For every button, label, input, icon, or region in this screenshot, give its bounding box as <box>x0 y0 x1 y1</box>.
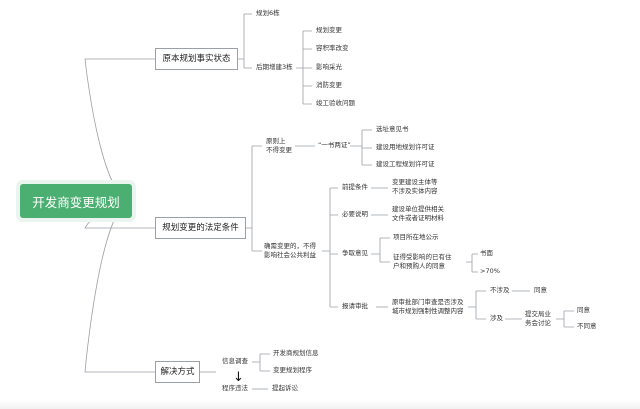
node-added-item: 消防变更 <box>316 81 342 89</box>
node-added-item: 容积率改变 <box>316 44 349 52</box>
node-not-involved: 不涉及 <box>490 286 510 294</box>
node-principle: 原则上 不得变更 <box>266 137 292 154</box>
node-procedure: 程序违法 <box>222 384 248 392</box>
node-added: 后期增建3栋 <box>256 63 293 71</box>
node-permit: 建设工程规划许可证 <box>376 160 435 168</box>
node-explain: 必要说明 <box>342 210 368 218</box>
node-explain-detail: 建设单位提供相关 文件或者证明材料 <box>392 205 444 222</box>
node-meeting: 提交局业 务会讨论 <box>525 310 551 327</box>
node-permit: 建设用地规划许可证 <box>376 143 435 151</box>
node-info-item: 变更规划程序 <box>273 366 312 374</box>
bottom-shadow <box>0 400 640 409</box>
node-info-survey: 信息调查 <box>222 357 248 365</box>
node-involved: 涉及 <box>490 314 503 322</box>
node-prerequisite: 前提条件 <box>342 183 368 191</box>
node-approval: 报请审批 <box>342 302 368 310</box>
node-written: 书面 <box>480 249 493 257</box>
node-prerequisite-detail: 变更建设主体等 不涉及实体内容 <box>392 178 438 195</box>
node-not-involved-result: 同意 <box>534 286 547 294</box>
node-added-item: 规划变更 <box>316 26 342 34</box>
node-info-item: 开发商规划信息 <box>273 349 319 357</box>
node-lawsuit: 提起诉讼 <box>272 384 298 392</box>
branch-legal-conditions: 规划变更的法定条件 <box>155 217 246 239</box>
node-public-notice: 项目所在地公示 <box>393 233 439 241</box>
node-permit: 选址意见书 <box>376 125 409 133</box>
node-ratio: >70% <box>480 267 500 275</box>
node-added-item: 影响采光 <box>316 63 342 71</box>
node-added-item: 竣工验收问题 <box>316 99 355 107</box>
root-node: 开发商变更规划 <box>20 184 132 218</box>
node-meeting-result: 不同意 <box>577 322 597 330</box>
node-exception: 确需变更的，不得 影响社会公共利益 <box>264 242 316 259</box>
down-arrow-icon: ↓ <box>233 370 244 385</box>
node-built: 规划6栋 <box>256 9 280 17</box>
node-meeting-result: 同意 <box>577 306 590 314</box>
node-consult: 征得受影响的已有住 户和预购人的同意 <box>393 253 452 270</box>
node-approval-detail: 原审批部门审查是否涉及 城市规划强制性调整内容 <box>392 298 464 315</box>
branch-solution: 解决方式 <box>155 361 200 383</box>
node-opinion: 争取意见 <box>342 249 368 257</box>
node-one-book-two-permits: “一书两证” <box>318 141 351 149</box>
branch-original-status: 原本规划事实状态 <box>155 48 238 70</box>
